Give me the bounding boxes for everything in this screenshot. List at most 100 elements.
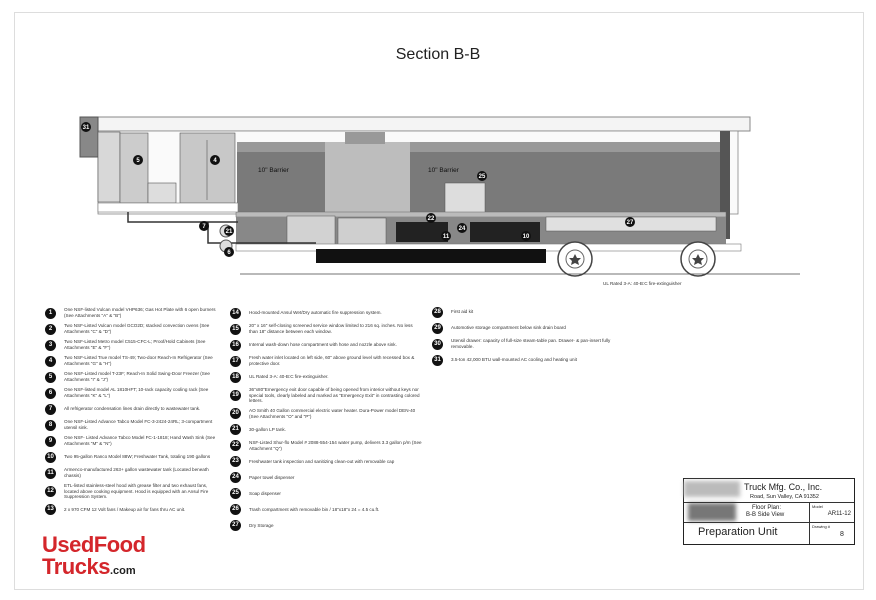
legend-item-text: Two NSF-Listed True model TS-49; Two-doo… xyxy=(64,355,213,366)
legend-number: 9 xyxy=(45,435,56,447)
legend-item: 29 Automotive storage compartment below s… xyxy=(432,322,632,334)
svg-text:11: 11 xyxy=(443,234,450,240)
legend-item-text: 30-gallon LP tank. xyxy=(249,426,286,432)
legend-item-text: Freshwater tank inspection and sanitizin… xyxy=(249,458,395,464)
legend-item-text: One NSF-listed Vulcan model VHP636; Gas … xyxy=(64,307,216,318)
legend-number: 22 xyxy=(230,440,241,452)
legend-item-text: Internal wash-down hose compartment with… xyxy=(249,342,397,348)
legend-number: 3 xyxy=(45,339,56,351)
legend-item-text: Fresh water inlet located on left side, … xyxy=(249,355,415,366)
marker: 4 xyxy=(210,155,220,165)
legend-item-text: Two 95-gallon Ranco Model 88W; Freshwate… xyxy=(64,454,211,460)
logo: UsedFood Trucks.com xyxy=(42,534,146,582)
legend-column: 28 First aid kit 29 Automotive storage comp… xyxy=(432,306,632,366)
legend-number: 26 xyxy=(230,504,241,516)
marker: 7 xyxy=(199,221,209,231)
legend-item-text: One NSF-listed model AL 1810HFT; 10-rack… xyxy=(64,387,209,398)
legend-item: 30 Utensil drawer: capacity of full-size … xyxy=(432,338,632,350)
legend-item: 24 Paper towel dispenser xyxy=(230,472,422,484)
marker: 21 xyxy=(224,226,234,236)
legend-item-text: Armenco-manufactured 263+ gallon wastewa… xyxy=(64,467,209,478)
legend-item: 23 Freshwater tank inspection and sanitiz… xyxy=(230,456,422,468)
legend-item-text: AO Smith 40 Gallon commercial electric w… xyxy=(249,408,416,419)
legend-number: 17 xyxy=(230,355,241,367)
legend-item-text: Utensil drawer: capacity of full-size st… xyxy=(451,338,611,349)
legend-number: 18 xyxy=(230,371,241,383)
legend-number: 6 xyxy=(45,387,56,399)
svg-text:4: 4 xyxy=(213,158,217,164)
drawing-number: 8 xyxy=(840,531,844,538)
legend-number: 21 xyxy=(230,424,241,436)
legend-item-text: One NSF-Listed model T-23F; Reach-In Sol… xyxy=(64,371,210,382)
legend-item-text: Hood-mounted Ansul Wet/Dry automatic fir… xyxy=(249,310,382,316)
floor-plan-label: Floor Plan: xyxy=(752,505,782,511)
marker: 25 xyxy=(477,171,487,181)
legend-number: 28 xyxy=(432,306,443,318)
legend-item-text: 3.5-ton 42,000 BTU wall-mounted AC cooli… xyxy=(451,357,577,363)
legend-number: 2 xyxy=(45,323,56,335)
marker: 5 xyxy=(133,155,143,165)
legend-number: 16 xyxy=(230,339,241,351)
barrier-label: 10" Barrier xyxy=(428,167,460,174)
front-wheel xyxy=(680,241,716,277)
model-label: Model xyxy=(812,504,823,509)
svg-text:7: 7 xyxy=(202,224,206,230)
logo-line2: Trucks xyxy=(42,554,110,579)
barrier-label: 10" Barrier xyxy=(258,167,290,174)
legend-number: 30 xyxy=(432,338,443,350)
legend-item-text: Paper towel dispenser xyxy=(249,474,295,480)
legend-item-text: Trash compartment with removable bin / 1… xyxy=(249,506,380,512)
marker: 6 xyxy=(224,247,234,257)
legend-item-text: ETL-listed stainless-steel hood with gre… xyxy=(64,483,209,500)
svg-text:31: 31 xyxy=(83,125,90,131)
svg-text:22: 22 xyxy=(428,216,435,222)
legend-item-text: Two NSF-Listed Vulcan model GCO2D; stack… xyxy=(64,323,210,334)
legend-item: 6 One NSF-listed model AL 1810HFT; 10-rac… xyxy=(45,387,217,399)
legend-number: 29 xyxy=(432,322,443,334)
marker: 24 xyxy=(457,223,467,233)
marker: 31 xyxy=(81,122,91,132)
legend-item-text: First aid kit xyxy=(451,309,474,315)
model-value: AR11-12 xyxy=(827,511,851,517)
floor-plan-value: B-B Side View xyxy=(746,512,785,518)
legend-item: 31 3.5-ton 42,000 BTU wall-mounted AC coo… xyxy=(432,354,632,366)
legend-number: 31 xyxy=(432,354,443,366)
svg-text:21: 21 xyxy=(226,229,233,235)
legend-number: 27 xyxy=(230,520,241,532)
svg-text:25: 25 xyxy=(479,174,486,180)
legend-number: 13 xyxy=(45,504,56,516)
legend-item-text: Soap dispenser xyxy=(249,490,281,496)
legend-item: 20 AO Smith 40 Gallon commercial electric… xyxy=(230,408,422,420)
legend-item-text: 20" x 16" self-closing screened service … xyxy=(249,323,413,334)
rear-wheel xyxy=(557,241,593,277)
legend-number: 20 xyxy=(230,408,241,420)
legend-item-text: Dry Storage xyxy=(249,522,274,528)
legend-number: 24 xyxy=(230,472,241,484)
legend-item-text: All refrigerator condensation lines drai… xyxy=(64,406,201,412)
legend-item: 21 30-gallon LP tank. xyxy=(230,424,422,436)
marker: 27 xyxy=(625,217,635,227)
marker: 10 xyxy=(521,231,531,241)
legend-item: 2 Two NSF-Listed Vulcan model GCO2D; stac… xyxy=(45,323,217,335)
legend-number: 23 xyxy=(230,456,241,468)
legend-item-text: NSF-Listed Shur-flo Model # 2088-554-154… xyxy=(249,440,422,451)
legend-number: 4 xyxy=(45,355,56,367)
legend-number: 19 xyxy=(230,389,241,401)
marker: 22 xyxy=(426,213,436,223)
legend-number: 25 xyxy=(230,488,241,500)
legend-item: 25 Soap dispenser xyxy=(230,488,422,500)
legend-number: 12 xyxy=(45,485,56,497)
title-block: Truck Mfg. Co., Inc. Road, Sun Valley, C… xyxy=(683,478,855,545)
legend-number: 11 xyxy=(45,467,56,479)
legend-item-text: Automotive storage compartment below sin… xyxy=(451,325,566,331)
